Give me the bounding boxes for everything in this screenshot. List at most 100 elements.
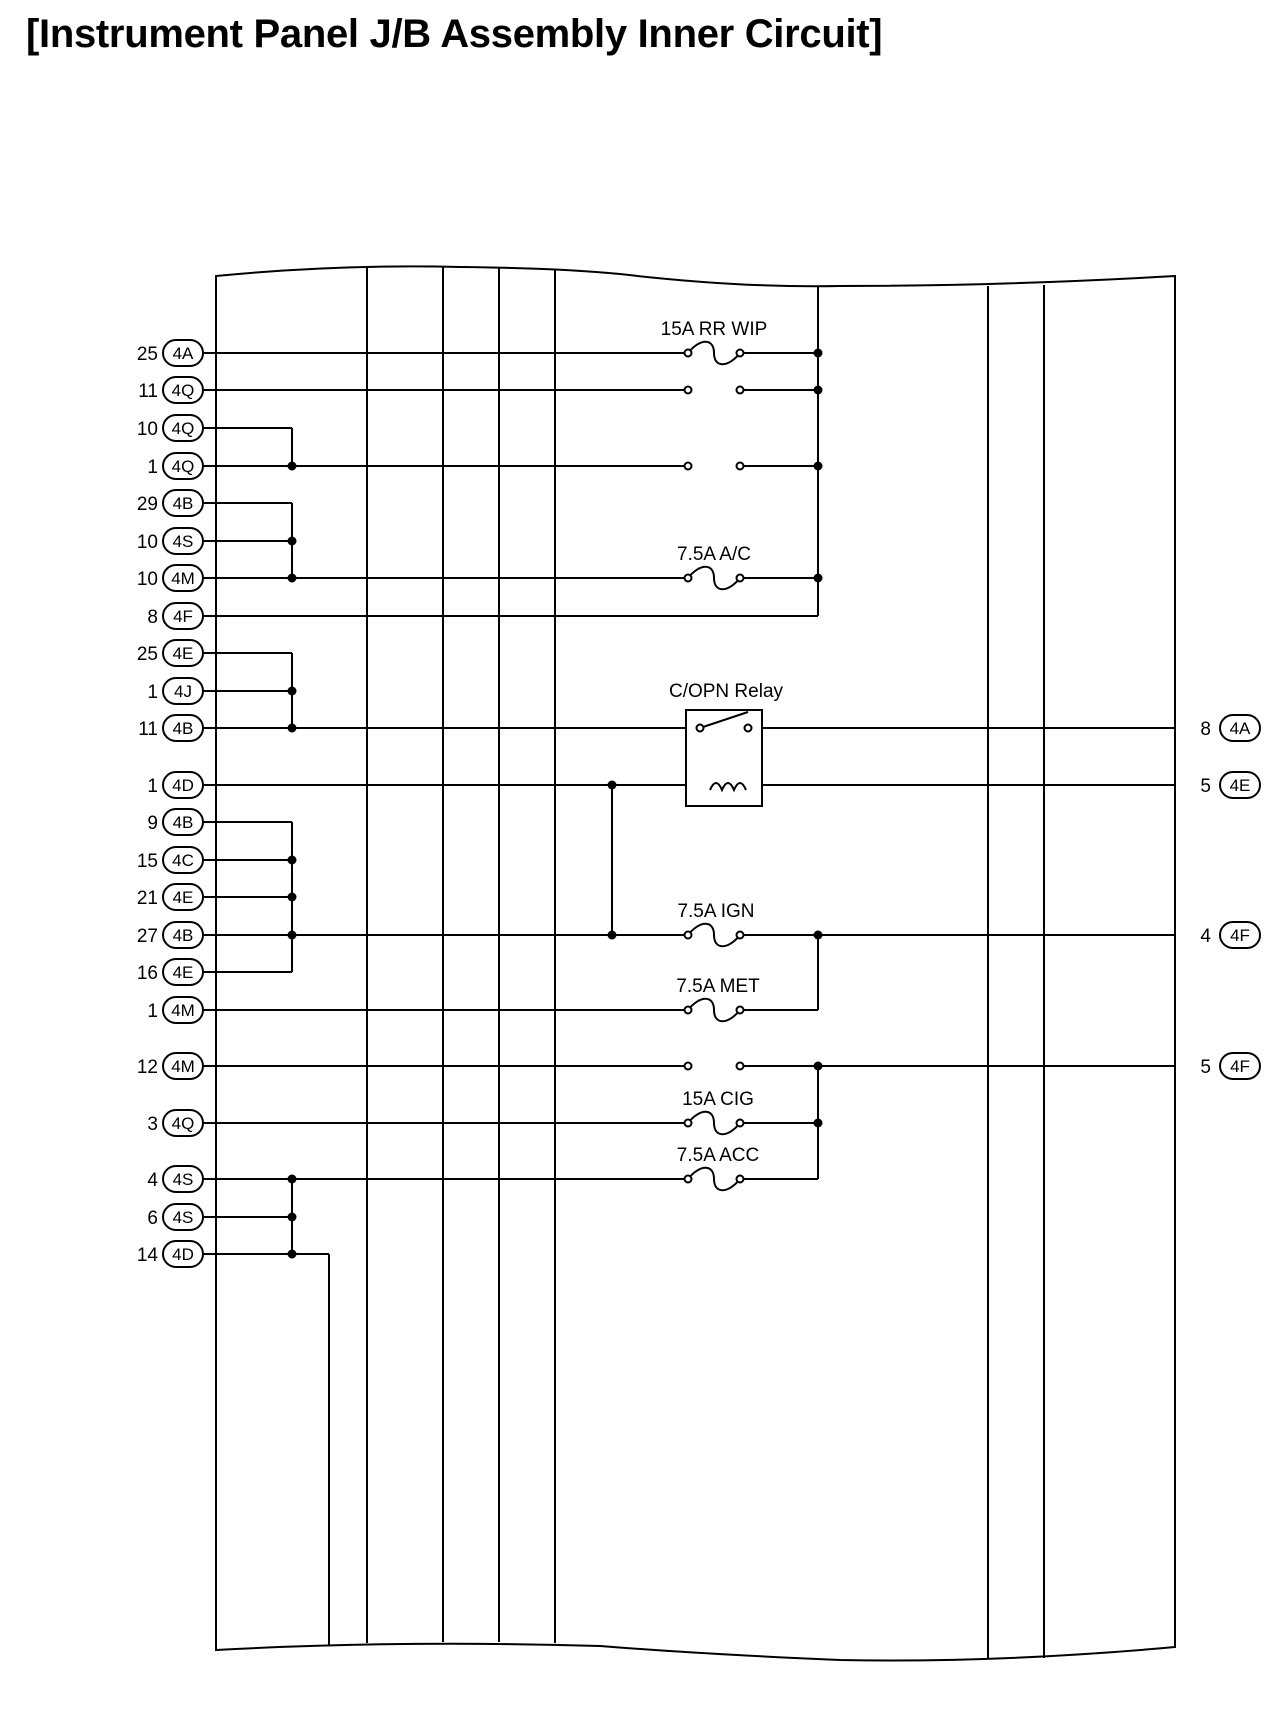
junction-dots	[287, 348, 823, 1259]
connector-badge	[162, 376, 204, 404]
terminal-pin-number: 10	[137, 532, 158, 553]
junction-dot	[287, 723, 297, 733]
relay-terminal	[743, 723, 753, 733]
left-terminal: 6 4S	[147, 1203, 204, 1231]
label-rr-wip: 15A RR WIP	[661, 319, 768, 340]
terminal-connector-id: 4S	[173, 1208, 194, 1227]
connector-badge	[162, 527, 204, 555]
terminal-connector-id: 4F	[1230, 926, 1250, 945]
terminal-pin-number: 10	[137, 569, 158, 590]
terminal-connector-id: 4S	[173, 1170, 194, 1189]
terminal-pin-number: 29	[137, 494, 158, 515]
terminal-connector-id: 4J	[174, 682, 192, 701]
connector-badge	[162, 677, 204, 705]
junction-dot	[287, 536, 297, 546]
terminal-pin-number: 6	[147, 1208, 158, 1229]
relay-switch-arm	[699, 711, 749, 729]
terminal-pin-number: 5	[1200, 776, 1211, 797]
left-terminal: 9 4B	[147, 808, 204, 836]
junction-dot	[813, 1118, 823, 1128]
fuse-terminal	[683, 1118, 693, 1128]
right-terminal: 5 4E	[1200, 771, 1261, 799]
terminal-pin-number: 9	[147, 813, 158, 834]
wiring	[203, 265, 1176, 1662]
connector-badge	[162, 808, 204, 836]
connector-badge	[162, 1165, 204, 1193]
junction-dot	[287, 573, 297, 583]
terminal-connector-id: 4A	[173, 344, 194, 363]
connector-badge	[162, 714, 204, 742]
label-cig: 15A CIG	[682, 1089, 754, 1110]
fuse-ac	[687, 565, 741, 591]
terminal-connector-id: 4B	[173, 719, 194, 738]
connector-badge	[162, 771, 204, 799]
fuse-cig	[687, 1110, 741, 1136]
terminal-pin-number: 4	[147, 1170, 158, 1191]
terminal-connector-id: 4Q	[172, 381, 195, 400]
terminal-pin-number: 21	[137, 888, 158, 909]
terminal-connector-id: 4M	[171, 1001, 195, 1020]
fuse-terminal	[683, 573, 693, 583]
fuse-terminal	[735, 573, 745, 583]
terminal-connector-id: 4D	[172, 1245, 194, 1264]
fuse-terminal	[735, 1174, 745, 1184]
connector-badge	[162, 564, 204, 592]
connector-badge	[162, 452, 204, 480]
terminal-connector-id: 4F	[173, 607, 193, 626]
junction-dot	[287, 892, 297, 902]
fuse-ign	[687, 922, 741, 948]
terminal-pin-number: 3	[147, 1114, 158, 1135]
connector-badge	[162, 1203, 204, 1231]
terminal-pin-number: 16	[137, 963, 158, 984]
fuse-met	[687, 997, 741, 1023]
fuse-rr-wip	[687, 340, 741, 366]
connector-badge	[162, 414, 204, 442]
junction-dot	[287, 1212, 297, 1222]
terminal-pin-number: 12	[137, 1057, 158, 1078]
terminal-pin-number: 8	[1200, 719, 1211, 740]
left-terminal: 1 4M	[147, 996, 204, 1024]
fuse-acc	[687, 1166, 741, 1192]
connector-badge	[162, 1052, 204, 1080]
junction-dot	[287, 686, 297, 696]
terminal-pin-number: 1	[147, 1001, 158, 1022]
terminal-pin-number: 5	[1200, 1057, 1211, 1078]
connector-badge	[162, 602, 204, 630]
junction-block-outline	[215, 265, 1176, 1662]
terminal-connector-id: 4B	[173, 494, 194, 513]
relay-terminal	[695, 723, 705, 733]
terminal-connector-id: 4B	[173, 813, 194, 832]
fuse-terminal	[683, 348, 693, 358]
terminal-connector-id: 4Q	[172, 457, 195, 476]
terminal-points	[683, 348, 753, 1184]
label-ac: 7.5A A/C	[677, 544, 751, 565]
relay-box	[685, 709, 763, 807]
connector-badge	[162, 639, 204, 667]
label-ign: 7.5A IGN	[677, 901, 754, 922]
junction-dot	[813, 385, 823, 395]
junction-dot	[813, 348, 823, 358]
connector-badge	[162, 883, 204, 911]
open-terminal	[683, 385, 693, 395]
junction-dot	[287, 1174, 297, 1184]
terminal-connector-id: 4E	[1230, 776, 1251, 795]
connector-badge	[162, 1240, 204, 1268]
junction-dot	[287, 930, 297, 940]
terminal-pin-number: 1	[147, 457, 158, 478]
connector-badge	[162, 1109, 204, 1137]
terminal-connector-id: 4D	[172, 776, 194, 795]
connector-badge	[1219, 921, 1261, 949]
